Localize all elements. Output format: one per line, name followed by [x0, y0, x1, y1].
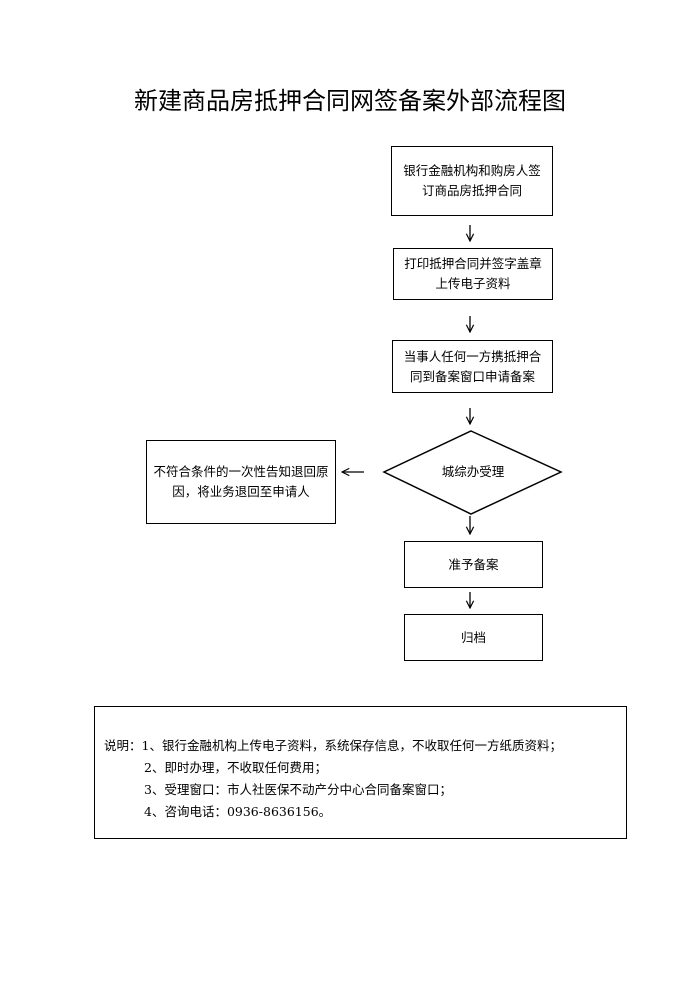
flow-step-print-upload: 打印抵押合同并签字盖章上传电子资料 — [393, 248, 553, 300]
flow-step-apply-filing-label: 当事人任何一方携抵押合同到备案窗口申请备案 — [403, 348, 542, 384]
flow-step-sign-contract: 银行金融机构和购房人签订商品房抵押合同 — [391, 146, 553, 216]
flow-decision-label: 城综办受理 — [441, 464, 505, 479]
note-line-2: 2、即时办理，不收取任何费用； — [144, 760, 327, 775]
flow-step-reject: 不符合条件的一次性告知退回原因，将业务退回至申请人 — [146, 440, 336, 524]
note-line-4: 4、咨询电话：0936-8636156。 — [144, 804, 332, 819]
note-line-3: 3、受理窗口：市人社医保不动产分中心合同备案窗口； — [144, 782, 452, 797]
flow-step-sign-contract-label: 银行金融机构和购房人签订商品房抵押合同 — [403, 163, 541, 198]
flow-step-print-upload-label: 打印抵押合同并签字盖章上传电子资料 — [404, 256, 542, 291]
flow-step-archive-label: 归档 — [460, 629, 486, 645]
decision-diamond — [382, 430, 563, 515]
flow-step-apply-filing: 当事人任何一方携抵押合同到备案窗口申请备案 — [392, 340, 553, 393]
notes-box: 说明：1、银行金融机构上传电子资料，系统保存信息，不收取任何一方纸质资料； 2、… — [94, 706, 627, 839]
flow-step-reject-label: 不符合条件的一次性告知退回原因，将业务退回至申请人 — [153, 464, 329, 499]
page-title: 新建商品房抵押合同网签备案外部流程图 — [134, 87, 566, 115]
note-line-1: 说明：1、银行金融机构上传电子资料，系统保存信息，不收取任何一方纸质资料； — [104, 738, 562, 753]
flow-step-approve: 准予备案 — [404, 541, 543, 588]
flow-step-archive: 归档 — [404, 614, 543, 661]
flow-step-approve-label: 准予备案 — [448, 556, 499, 572]
